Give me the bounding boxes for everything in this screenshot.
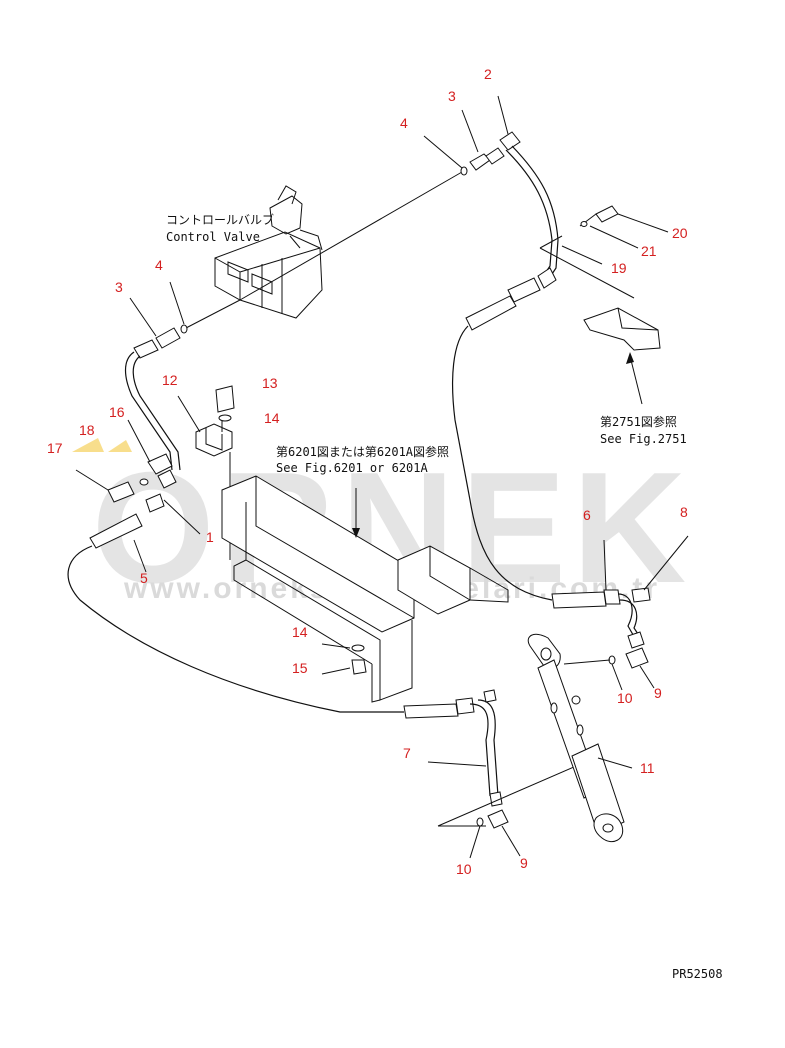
- figure-code: PR52508: [672, 967, 723, 981]
- cylinder-11: [527, 633, 633, 842]
- callout-11: 11: [640, 760, 655, 776]
- callout-21: 21: [641, 243, 657, 259]
- callout-7: 7: [403, 745, 411, 761]
- callout-18: 18: [79, 422, 95, 438]
- callout-16: 16: [109, 404, 125, 420]
- callout-5: 5: [140, 570, 148, 586]
- control-valve-label-jp: コントロールバルブ: [166, 212, 274, 227]
- callout-19: 19: [611, 260, 627, 276]
- callout-3-top: 3: [448, 88, 456, 104]
- callout-4-top: 4: [400, 115, 408, 131]
- see-fig-6201-en: See Fig.6201 or 6201A: [276, 461, 428, 475]
- callout-10-lower: 10: [456, 861, 472, 877]
- callouts: 1 2 3 3 4 4 5 6 7 8 9 9 10 10 11 12 13 1…: [47, 66, 688, 877]
- callout-10-right: 10: [617, 690, 633, 706]
- right-fittings: [563, 647, 655, 691]
- callout-12: 12: [162, 372, 178, 388]
- control-valve: [214, 185, 323, 319]
- callout-15: 15: [292, 660, 308, 676]
- see-fig-6201-jp: 第6201図または第6201A図参照: [276, 444, 449, 459]
- callout-13: 13: [262, 375, 278, 391]
- lower-fittings: [437, 759, 591, 859]
- see-fig-2751-jp: 第2751図参照: [600, 414, 677, 429]
- hose-7: [403, 689, 503, 807]
- plate-2751: [583, 307, 661, 405]
- see-fig-2751-en: See Fig.2751: [600, 432, 687, 446]
- clamp-12-group: [195, 385, 235, 560]
- callout-14-lower: 14: [292, 624, 308, 640]
- lower-hardware: [321, 643, 367, 675]
- callout-8: 8: [680, 504, 688, 520]
- callout-9-right: 9: [654, 685, 662, 701]
- callout-4-left: 4: [155, 257, 163, 273]
- callout-6: 6: [583, 507, 591, 523]
- callout-1: 1: [206, 529, 214, 545]
- clamp-bolt-group: [539, 205, 669, 299]
- callout-20: 20: [672, 225, 688, 241]
- left-tube-assembly: [67, 324, 404, 713]
- callout-17: 17: [47, 440, 63, 456]
- callout-2: 2: [484, 66, 492, 82]
- control-valve-label-en: Control Valve: [166, 230, 260, 244]
- callout-9-lower: 9: [520, 855, 528, 871]
- callout-3-left: 3: [115, 279, 123, 295]
- leader-lines: [127, 95, 509, 573]
- callout-14-top: 14: [264, 410, 280, 426]
- top-fittings: [452, 131, 559, 601]
- annotations: コントロールバルブ Control Valve 第6201図または第6201A図…: [166, 212, 723, 981]
- watermark-accent-icon: [72, 438, 132, 452]
- frame-bracket: [221, 475, 509, 703]
- hose-6-8: [551, 535, 689, 649]
